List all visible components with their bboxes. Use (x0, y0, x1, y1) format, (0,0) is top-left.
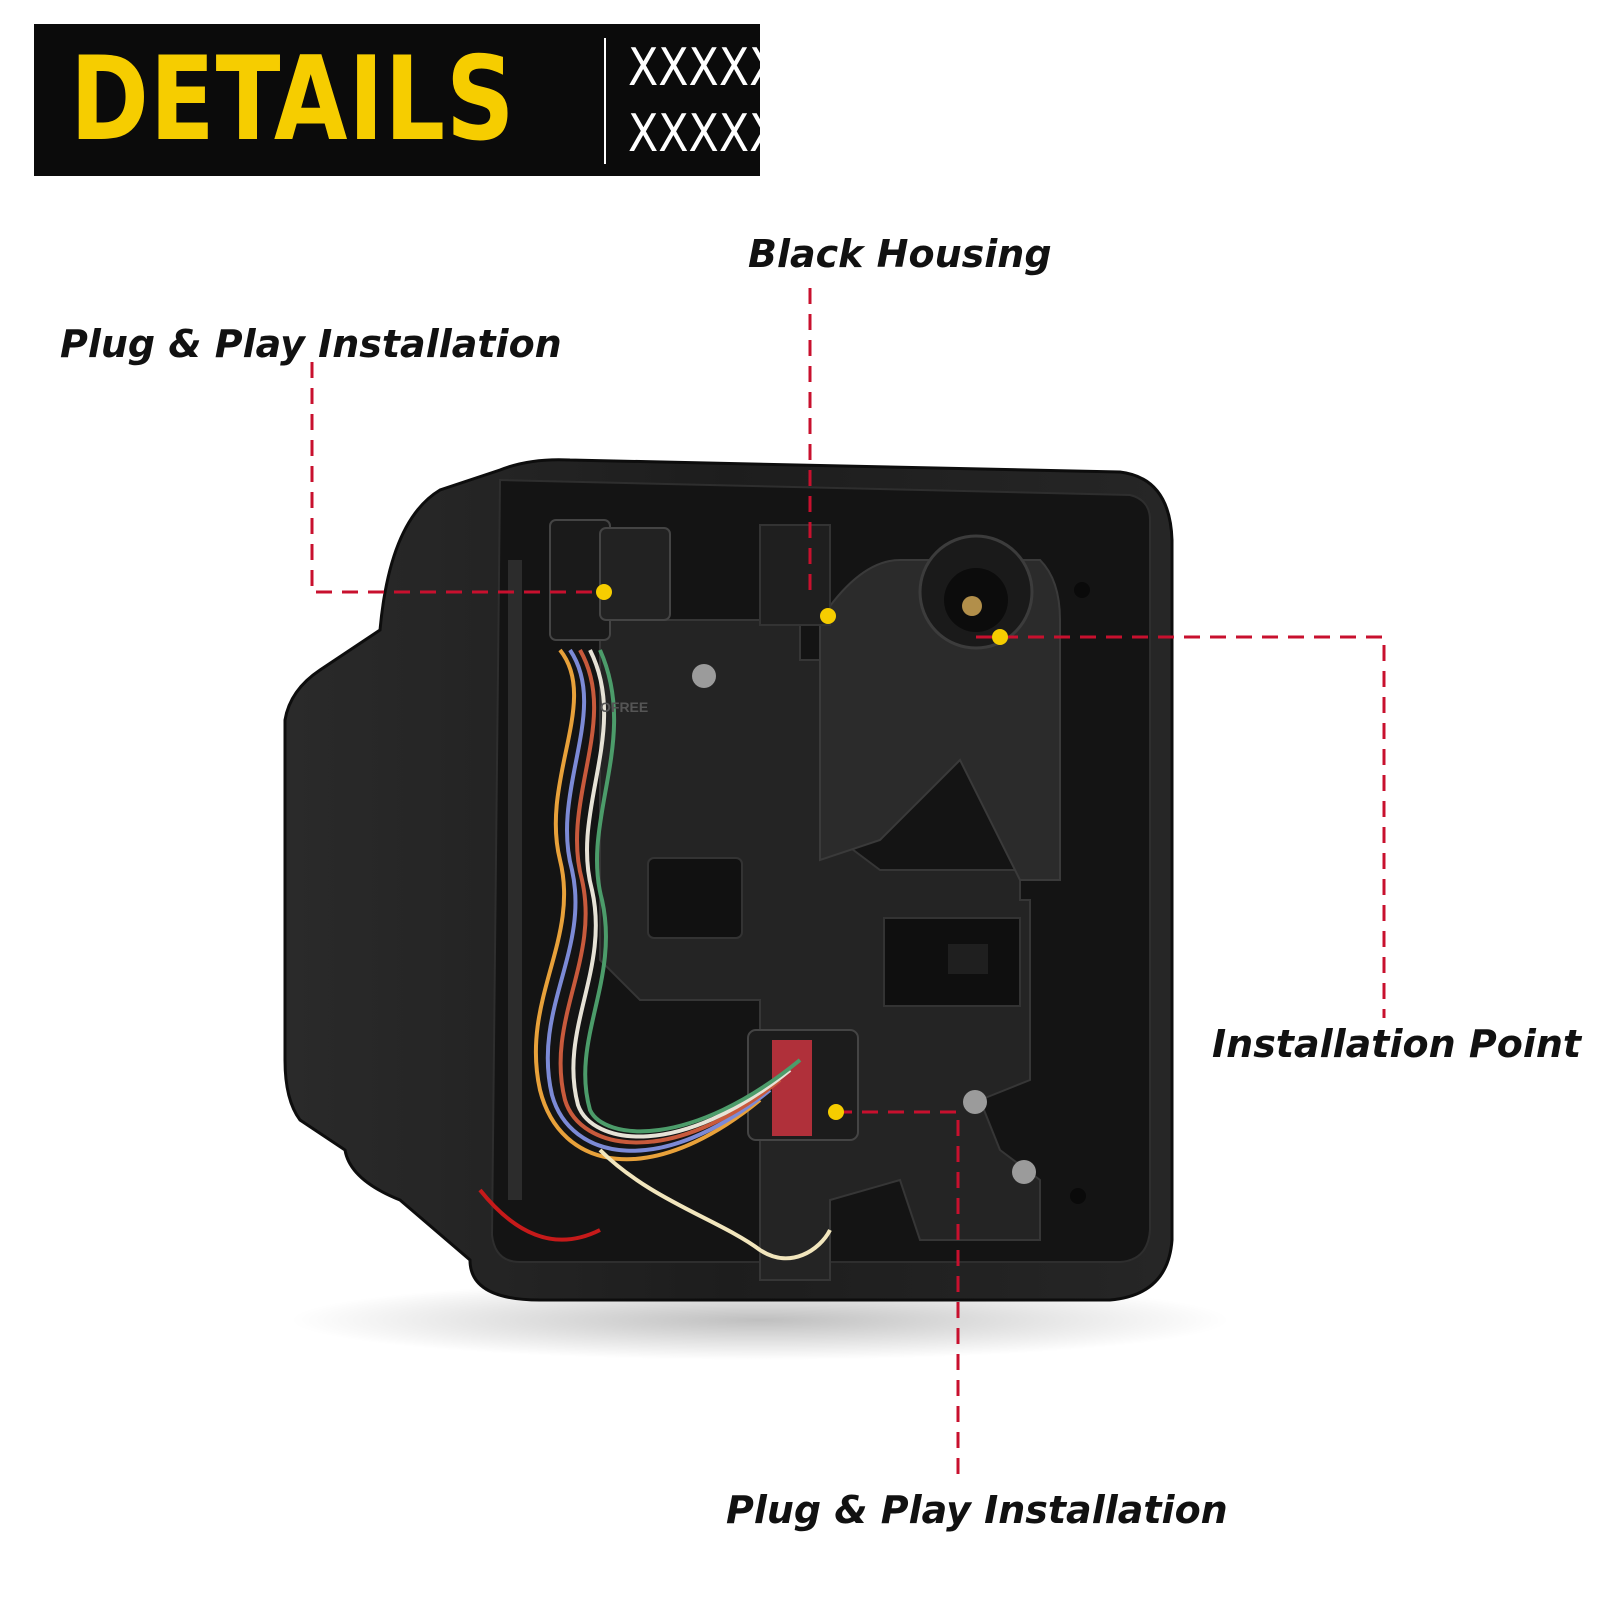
stud-top-right (1074, 582, 1090, 598)
screw-lower (1012, 1160, 1036, 1184)
screw-upper (692, 664, 716, 688)
banner-title: DETAILS (70, 32, 516, 167)
banner-divider (604, 38, 606, 164)
callout-black-housing: Black Housing (748, 232, 1052, 276)
wire-harness (478, 648, 832, 1261)
leader-plug-play-top (310, 362, 592, 594)
callout-installation-point: Installation Point (1212, 1022, 1582, 1066)
callout-plug-play-bottom: Plug & Play Installation (726, 1488, 1228, 1532)
inner-rail (508, 560, 522, 1200)
callout-plug-play-top: Plug & Play Installation (60, 322, 562, 366)
marker-dot-plug-top (596, 584, 612, 600)
top-tab (759, 524, 831, 626)
banner-subtitle-line1: XXXXX (628, 38, 780, 98)
clip-tab (948, 944, 988, 974)
marker-dot-plug-bottom (828, 1104, 844, 1120)
threaded-insert (962, 596, 982, 616)
marker-dot-housing (820, 608, 836, 624)
watermark: OFREE (600, 699, 648, 715)
details-banner: DETAILS XXXXX XXXXX (34, 24, 779, 176)
leader-installation-point (976, 635, 1386, 1018)
plate-cutout (647, 857, 743, 939)
top-connector-mate (599, 527, 671, 621)
marker-dots (596, 584, 1008, 1120)
bottom-connector-lock (772, 1040, 812, 1136)
leader-lines (310, 288, 1386, 1478)
screw-middle (963, 1090, 987, 1114)
stud-bottom-right (1070, 1188, 1086, 1204)
marker-dot-installation (992, 629, 1008, 645)
leader-plug-play-bottom (836, 1110, 960, 1478)
banner-subtitle-line2: XXXXX (628, 104, 780, 164)
